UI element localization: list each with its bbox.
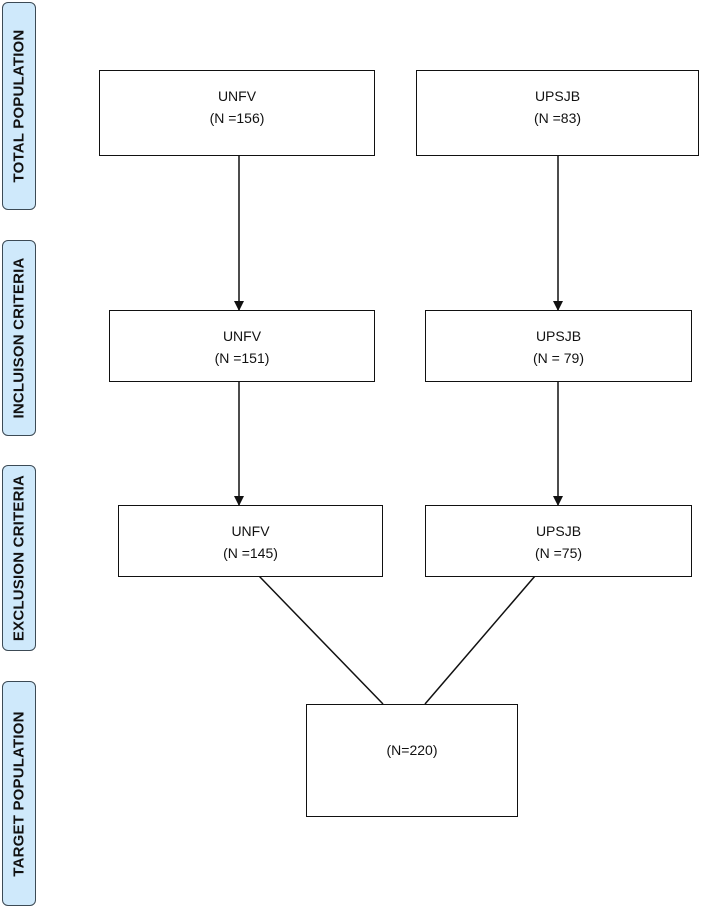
stage-label-exclusion-criteria: EXCLUSION CRITERIA xyxy=(2,465,36,651)
box-inclusion-unfv: UNFV (N =151) xyxy=(109,310,375,382)
stage-label-inclusion-criteria: INCLUISON CRITERIA xyxy=(2,240,36,436)
box-count: (N =156) xyxy=(209,110,265,126)
box-exclusion-unfv: UNFV (N =145) xyxy=(118,505,383,577)
box-name: UPSJB xyxy=(534,88,581,104)
box-count: (N =83) xyxy=(533,110,582,126)
box-name: UNFV xyxy=(217,88,257,104)
box-name: UPSJB xyxy=(535,328,582,344)
box-count: (N =145) xyxy=(223,545,278,561)
box-count: (N=220) xyxy=(386,742,438,758)
box-inclusion-upsjb: UPSJB (N = 79) xyxy=(425,310,692,382)
box-exclusion-upsjb: UPSJB (N =75) xyxy=(425,505,692,577)
line-upsjb-exclusion-to-target xyxy=(424,575,536,705)
box-total-unfv: UNFV (N =156) xyxy=(99,70,375,156)
box-count: (N = 79) xyxy=(533,350,584,366)
box-count: (N =151) xyxy=(214,350,270,366)
box-name: UPSJB xyxy=(535,523,582,539)
box-target-population: (N=220) xyxy=(306,704,518,817)
line-unfv-exclusion-to-target xyxy=(258,575,384,705)
stage-label-target-population: TARGET POPULATION xyxy=(2,681,36,906)
box-name: UNFV xyxy=(231,523,270,539)
box-name: UNFV xyxy=(222,328,262,344)
stage-label-total-population: TOTAL POPULATION xyxy=(2,2,36,210)
box-count: (N =75) xyxy=(534,545,583,561)
box-total-upsjb: UPSJB (N =83) xyxy=(416,70,699,156)
